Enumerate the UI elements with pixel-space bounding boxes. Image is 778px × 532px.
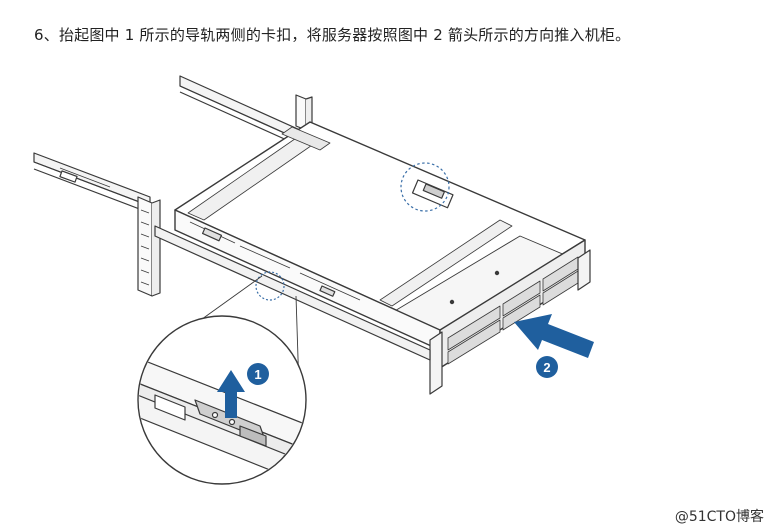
server-chassis xyxy=(174,121,591,395)
detail-magnifier xyxy=(137,315,307,485)
lift-arrow xyxy=(217,370,245,418)
rack-post-left xyxy=(137,196,161,297)
svg-text:1: 1 xyxy=(254,367,261,382)
push-arrow xyxy=(514,314,594,358)
callout-1-badge: 1 xyxy=(247,363,269,385)
left-rail xyxy=(33,152,151,214)
svg-text:2: 2 xyxy=(543,360,550,375)
callout-2-badge: 2 xyxy=(536,356,558,378)
step-instruction: 6、抬起图中 1 所示的导轨两侧的卡扣，将服务器按照图中 2 箭头所示的方向推入… xyxy=(34,26,631,44)
watermark: @51CTO博客 xyxy=(674,509,764,525)
slide-rail xyxy=(154,225,431,361)
